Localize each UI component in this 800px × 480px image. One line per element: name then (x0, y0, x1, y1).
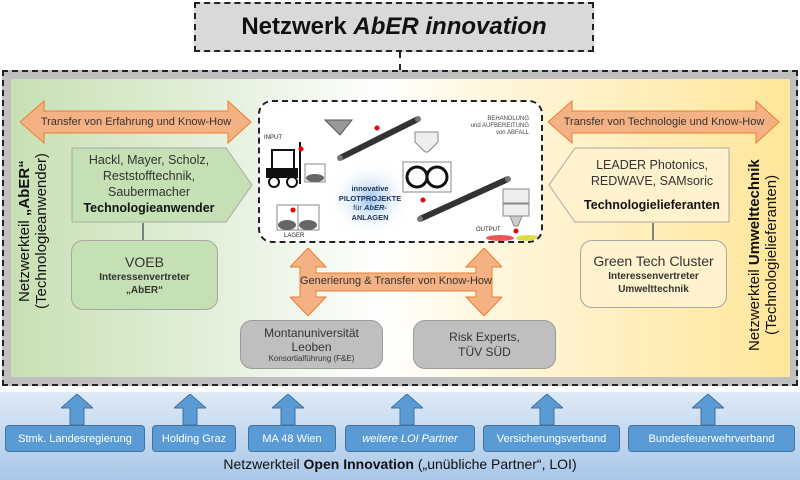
connector-line (142, 223, 144, 241)
green-tech-cluster-box: Green Tech Cluster Interessenvertreter U… (580, 240, 727, 308)
voeb-box: VOEB Interessenvertreter „AbER“ (71, 240, 218, 310)
risk-experts-box: Risk Experts, TÜV SÜD (413, 320, 556, 369)
partner-bundesfeuerwehrverband: Bundesfeuerwehrverband (628, 425, 795, 452)
know-how-arrow: Generierung & Transfer von Know-How (290, 248, 502, 316)
technology-users-box: Hackl, Mayer, Scholz, Reststofftechnik, … (71, 147, 253, 223)
network-title: Netzwerk AbER innovation (194, 2, 594, 52)
partner-weitere-loi: weitere LOI Partner (345, 425, 475, 452)
up-arrow-icon (690, 393, 726, 426)
pilot-projects-label: innovative PILOTPROJEKTE für AbER- ANLAG… (338, 184, 402, 222)
up-arrow-icon (389, 393, 425, 426)
partner-versicherungsverband: Versicherungsverband (483, 425, 620, 452)
right-network-title: Netzwerkteil Umwelttechnik(Technologieli… (746, 159, 780, 351)
up-arrow-icon (59, 393, 95, 426)
partner-holding-graz: Holding Graz (152, 425, 236, 452)
recycling-plant-icon (266, 116, 540, 241)
open-innovation-label: Netzwerkteil Open Innovation („unübliche… (223, 456, 577, 472)
transfer-technology-arrow: Transfer von Technologie und Know-How (548, 100, 780, 144)
storage-label: LAGER (284, 233, 305, 239)
input-label: INPUT (264, 135, 282, 141)
up-arrow-icon (529, 393, 565, 426)
up-arrow-icon (172, 393, 208, 426)
connector-line (652, 223, 654, 241)
partner-ma48-wien: MA 48 Wien (248, 425, 336, 452)
output-label: OUTPUT (476, 227, 501, 233)
connector-line (399, 52, 401, 70)
transfer-experience-arrow: Transfer von Erfahrung und Know-How (20, 100, 252, 144)
montanuniversitaet-box: Montanuniversität Leoben Konsortialführu… (240, 320, 383, 369)
technology-suppliers-box: LEADER Photonics, REDWAVE, SAMsoric Tech… (548, 147, 730, 223)
partner-stmk-landesregierung: Stmk. Landesregierung (5, 425, 145, 452)
up-arrow-icon (270, 393, 306, 426)
